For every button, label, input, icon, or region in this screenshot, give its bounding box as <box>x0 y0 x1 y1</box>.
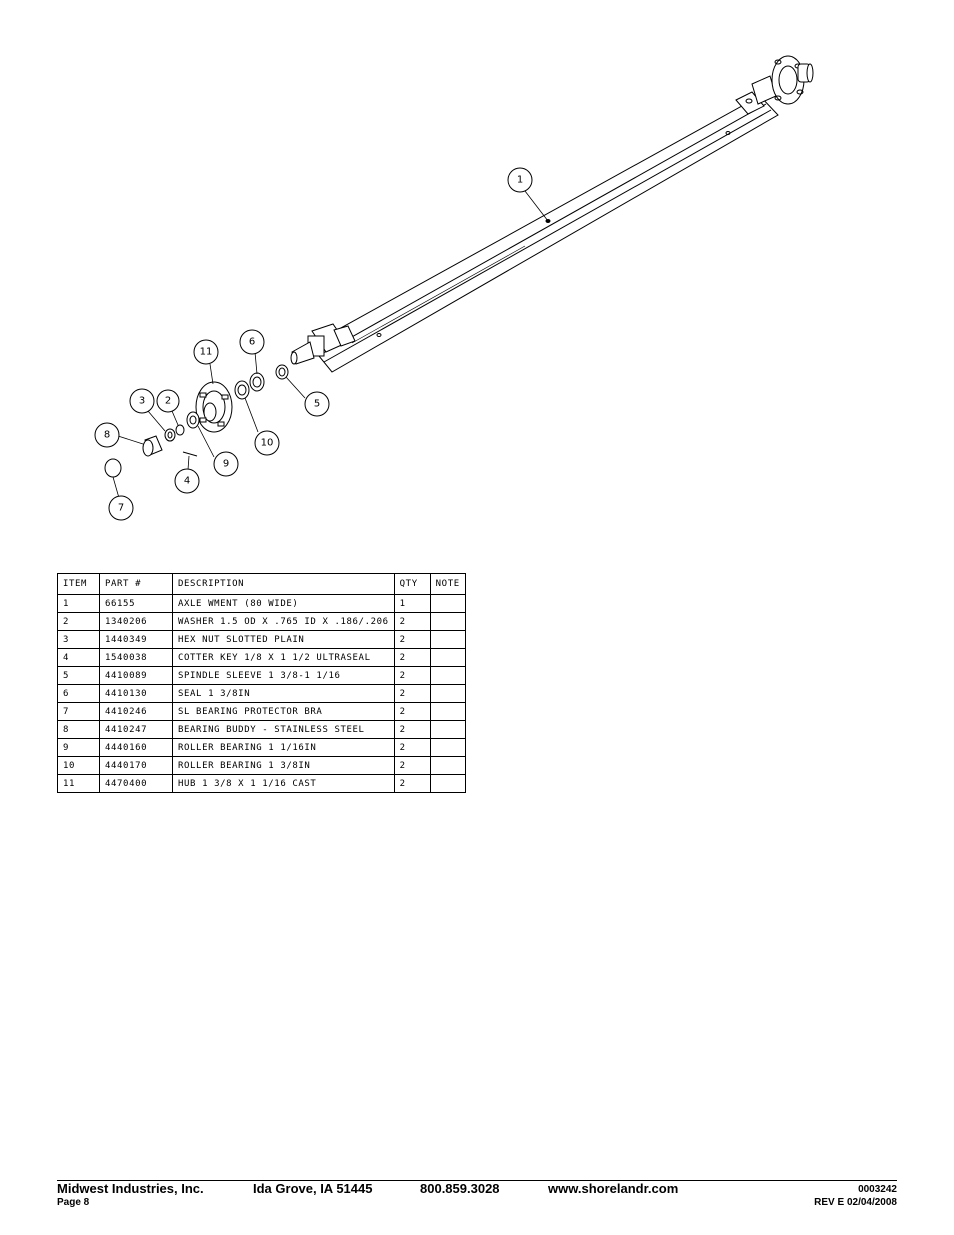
right-hub-assembly <box>735 55 814 115</box>
header-note: NOTE <box>429 573 466 595</box>
cell-part: 4410130 <box>99 684 173 703</box>
cell-item: 10 <box>57 756 100 775</box>
balloons <box>94 167 533 521</box>
cell-note <box>429 666 466 685</box>
cell-qty: 2 <box>393 738 431 757</box>
cell-part: 1440349 <box>99 630 173 649</box>
cell-description: COTTER KEY 1/8 X 1 1/2 ULTRASEAL <box>172 648 395 667</box>
cell-note <box>429 594 466 613</box>
header-part-number: PART # <box>99 573 173 595</box>
cell-qty: 2 <box>393 612 431 631</box>
header-item: ITEM <box>57 573 100 595</box>
axle-exploded-diagram: 1 6 11 5 10 3 2 8 9 4 7 <box>94 55 814 521</box>
balloon-6: 6 <box>249 337 255 348</box>
cell-qty: 2 <box>393 774 431 793</box>
cell-description: HEX NUT SLOTTED PLAIN <box>172 630 395 649</box>
cell-item: 9 <box>57 738 100 757</box>
cell-note <box>429 720 466 739</box>
balloon-11: 11 <box>200 347 213 358</box>
cell-qty: 2 <box>393 684 431 703</box>
cell-item: 2 <box>57 612 100 631</box>
cell-part: 1340206 <box>99 612 173 631</box>
cell-part: 4410247 <box>99 720 173 739</box>
cell-part: 4440160 <box>99 738 173 757</box>
cell-item: 3 <box>57 630 100 649</box>
cell-description: SEAL 1 3/8IN <box>172 684 395 703</box>
footer-revision: REV E 02/04/2008 <box>814 1197 897 1208</box>
cell-item: 11 <box>57 774 100 793</box>
left-spindle <box>290 323 356 365</box>
cell-description: WASHER 1.5 OD X .765 ID X .186/.206 <box>172 612 395 631</box>
balloon-8: 8 <box>104 430 110 441</box>
cell-item: 7 <box>57 702 100 721</box>
footer-page-number: Page 8 <box>57 1197 90 1208</box>
footer-phone: 800.859.3028 <box>420 1181 500 1196</box>
cell-qty: 2 <box>393 702 431 721</box>
cell-description: BEARING BUDDY - STAINLESS STEEL <box>172 720 395 739</box>
footer-website: www.shorelandr.com <box>548 1181 679 1196</box>
cell-part: 4410246 <box>99 702 173 721</box>
leader-lines <box>112 190 549 499</box>
cell-note <box>429 702 466 721</box>
cell-note <box>429 612 466 631</box>
cell-note <box>429 756 466 775</box>
cell-description: ROLLER BEARING 1 3/8IN <box>172 756 395 775</box>
cell-part: 4470400 <box>99 774 173 793</box>
cell-part: 4410089 <box>99 666 173 685</box>
balloon-5: 5 <box>314 399 320 410</box>
cell-note <box>429 630 466 649</box>
footer-doc-number: 0003242 <box>858 1184 897 1195</box>
axle-tube <box>309 95 779 373</box>
header-qty: QTY <box>393 573 431 595</box>
exploded-parts <box>104 364 289 478</box>
cell-description: SPINDLE SLEEVE 1 3/8-1 1/16 <box>172 666 395 685</box>
cell-qty: 2 <box>393 630 431 649</box>
cell-item: 1 <box>57 594 100 613</box>
cell-qty: 2 <box>393 756 431 775</box>
table-header-row: ITEM PART # DESCRIPTION QTY NOTE <box>57 573 466 595</box>
cell-description: ROLLER BEARING 1 1/16IN <box>172 738 395 757</box>
cell-description: HUB 1 3/8 X 1 1/16 CAST <box>172 774 395 793</box>
balloon-7: 7 <box>118 503 124 514</box>
cell-description: SL BEARING PROTECTOR BRA <box>172 702 395 721</box>
cell-item: 6 <box>57 684 100 703</box>
cell-item: 4 <box>57 648 100 667</box>
cell-qty: 2 <box>393 648 431 667</box>
footer-divider <box>57 1180 897 1181</box>
cell-item: 5 <box>57 666 100 685</box>
balloon-9: 9 <box>223 459 229 470</box>
cell-qty: 1 <box>393 594 431 613</box>
balloon-2: 2 <box>165 396 171 407</box>
balloon-3: 3 <box>139 396 145 407</box>
footer-location: Ida Grove, IA 51445 <box>253 1181 373 1196</box>
cell-note <box>429 684 466 703</box>
balloon-1: 1 <box>517 175 523 186</box>
cell-note <box>429 774 466 793</box>
balloon-4: 4 <box>184 476 190 487</box>
cell-description: AXLE WMENT (80 WIDE) <box>172 594 395 613</box>
cell-note <box>429 738 466 757</box>
cell-part: 1540038 <box>99 648 173 667</box>
cell-item: 8 <box>57 720 100 739</box>
cell-part: 4440170 <box>99 756 173 775</box>
cell-qty: 2 <box>393 720 431 739</box>
balloon-10: 10 <box>261 438 274 449</box>
footer-company: Midwest Industries, Inc. <box>57 1181 204 1196</box>
cell-note <box>429 648 466 667</box>
cell-part: 66155 <box>99 594 173 613</box>
cell-qty: 2 <box>393 666 431 685</box>
header-description: DESCRIPTION <box>172 573 395 595</box>
